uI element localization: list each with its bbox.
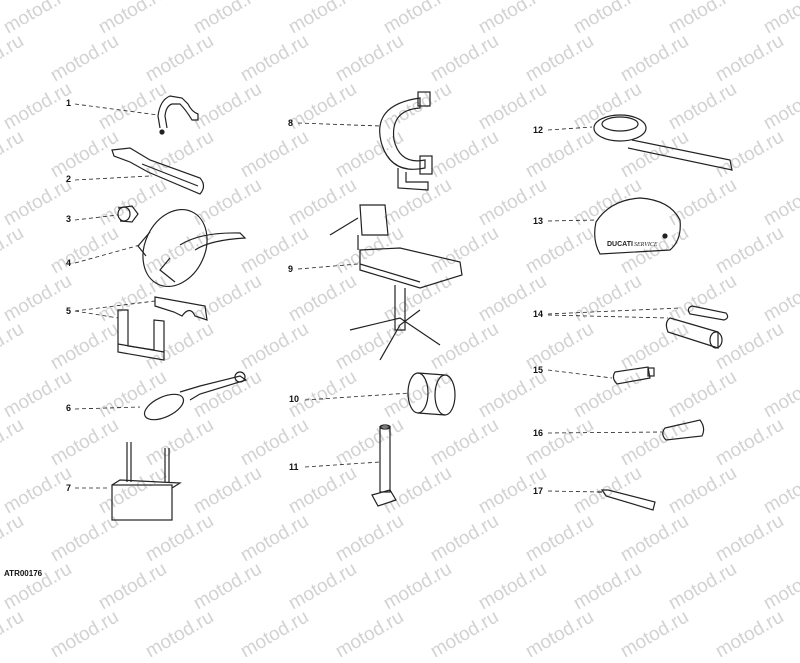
watermark-text: motod.ru bbox=[142, 606, 218, 663]
cover-service-text: SERVICE bbox=[634, 242, 658, 248]
label-1: 1 bbox=[66, 98, 72, 108]
tool-12-pin-spanner bbox=[593, 114, 733, 171]
cover-brand-text: DUCATI bbox=[607, 241, 633, 248]
label-11: 11 bbox=[289, 462, 299, 472]
watermark-text: motod.ru bbox=[617, 606, 693, 663]
label-7: 7 bbox=[66, 483, 72, 493]
label-3: 3 bbox=[66, 214, 72, 224]
watermark-text: motod.ru bbox=[522, 606, 598, 663]
label-2: 2 bbox=[66, 174, 72, 184]
label-15: 15 bbox=[533, 365, 544, 375]
label-14: 14 bbox=[533, 309, 544, 319]
tool-5-fork bbox=[117, 296, 208, 361]
tool-7-pin-block bbox=[111, 442, 182, 521]
label-9: 9 bbox=[288, 264, 294, 274]
tool-14-drifts bbox=[665, 305, 729, 349]
label-16: 16 bbox=[533, 428, 544, 438]
tool-17-punch bbox=[598, 489, 656, 511]
tool-15-drift bbox=[612, 366, 655, 385]
watermark-text: motod.ru bbox=[427, 606, 503, 663]
label-6: 6 bbox=[66, 403, 72, 413]
label-10: 10 bbox=[289, 394, 300, 404]
tool-4-degree-wheel bbox=[137, 208, 247, 288]
tool-2-handle bbox=[111, 147, 205, 195]
leader-lines bbox=[74, 103, 681, 493]
label-8: 8 bbox=[288, 118, 294, 128]
tool-9-stand bbox=[329, 204, 463, 361]
tool-13-cover bbox=[594, 197, 681, 255]
tool-3-sleeve bbox=[117, 205, 139, 223]
watermark-text: motod.ru bbox=[712, 606, 788, 663]
tools-drawing: DUCATI SERVICE bbox=[74, 91, 733, 521]
label-5: 5 bbox=[66, 306, 72, 316]
tool-6-strap-wrench bbox=[143, 371, 248, 421]
tool-8-c-clamp bbox=[379, 91, 433, 191]
label-12: 12 bbox=[533, 125, 544, 135]
tool-11-stud bbox=[371, 424, 397, 507]
label-4: 4 bbox=[66, 258, 72, 268]
watermark-text: motod.ru bbox=[332, 606, 408, 663]
label-13: 13 bbox=[533, 216, 544, 226]
tool-16-drift bbox=[662, 419, 705, 441]
watermark-text: motod.ru bbox=[47, 606, 123, 663]
tool-10-ring bbox=[407, 372, 456, 416]
watermark-text: motod.ru bbox=[237, 606, 313, 663]
watermark-text: motod.ru bbox=[0, 606, 28, 663]
label-17: 17 bbox=[533, 486, 544, 496]
reference-code: ATR00176 bbox=[4, 569, 43, 578]
tool-1-hook bbox=[157, 95, 199, 135]
